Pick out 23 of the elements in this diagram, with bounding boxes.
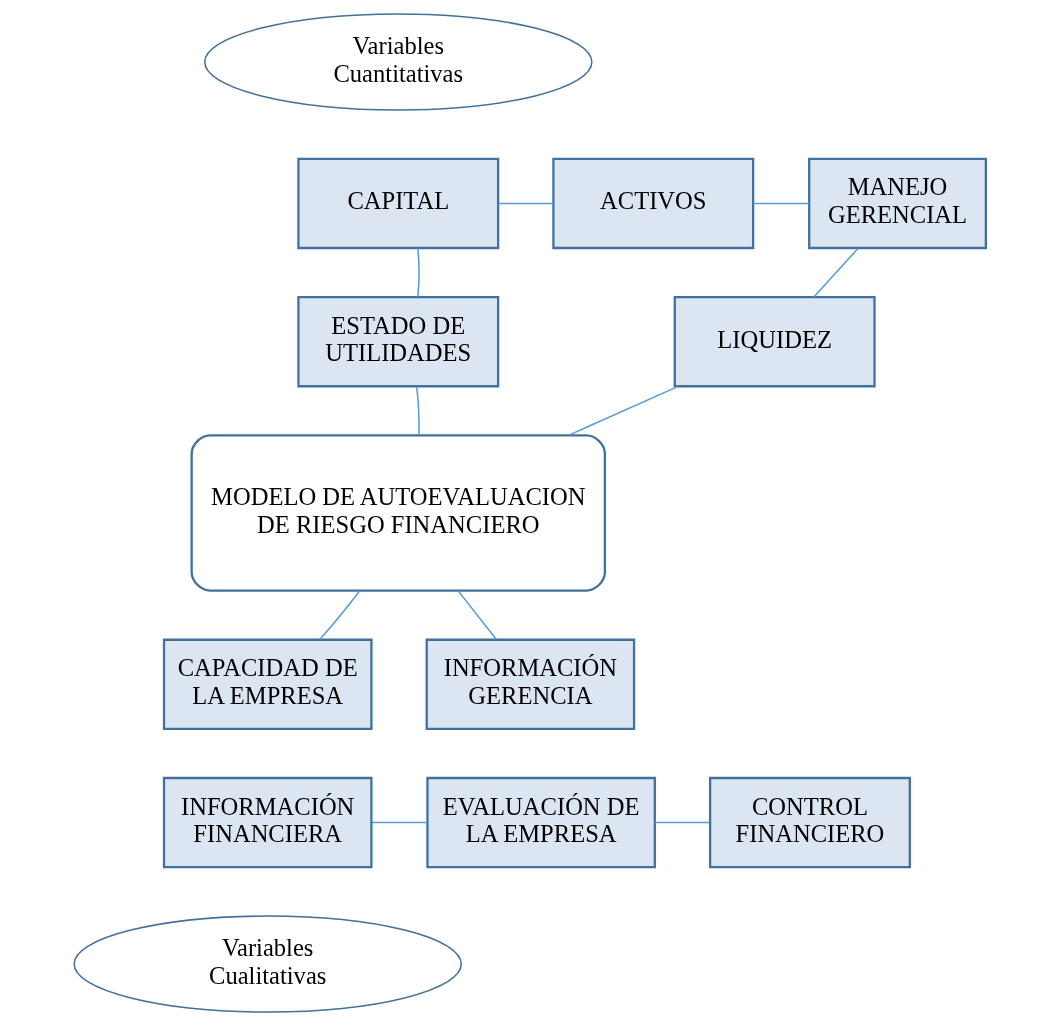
node-box: EVALUACIÓN DE LA EMPRESA xyxy=(426,776,656,869)
node-box: MODELO DE AUTOEVALUACION DE RIESGO FINANCIERO xyxy=(190,434,607,592)
node-box: ESTADO DE UTILIDADES xyxy=(297,296,500,388)
connector xyxy=(417,247,420,298)
node-box: CAPACIDAD DE LA EMPRESA xyxy=(162,638,373,730)
node-box: CAPITAL xyxy=(297,157,500,250)
connector xyxy=(568,385,679,436)
connector xyxy=(457,590,498,641)
connector xyxy=(497,202,554,205)
node-box: MANEJO GERENCIAL xyxy=(808,157,987,250)
node-box: CONTROL FINANCIERO xyxy=(708,776,911,869)
connector xyxy=(371,821,429,824)
connector xyxy=(654,821,711,824)
node-ellipse: Variables Cualitativas xyxy=(73,915,463,1013)
node-box: LIQUIDEZ xyxy=(673,296,876,388)
connector xyxy=(318,590,361,641)
connector xyxy=(752,202,810,205)
node-box: ACTIVOS xyxy=(552,157,755,250)
connector xyxy=(813,247,859,298)
node-box: INFORMACIÓN FINANCIERA xyxy=(162,776,373,869)
connector xyxy=(415,385,420,436)
node-ellipse: Variables Cuantitativas xyxy=(203,13,593,111)
node-box: INFORMACIÓN GERENCIA xyxy=(425,638,636,730)
